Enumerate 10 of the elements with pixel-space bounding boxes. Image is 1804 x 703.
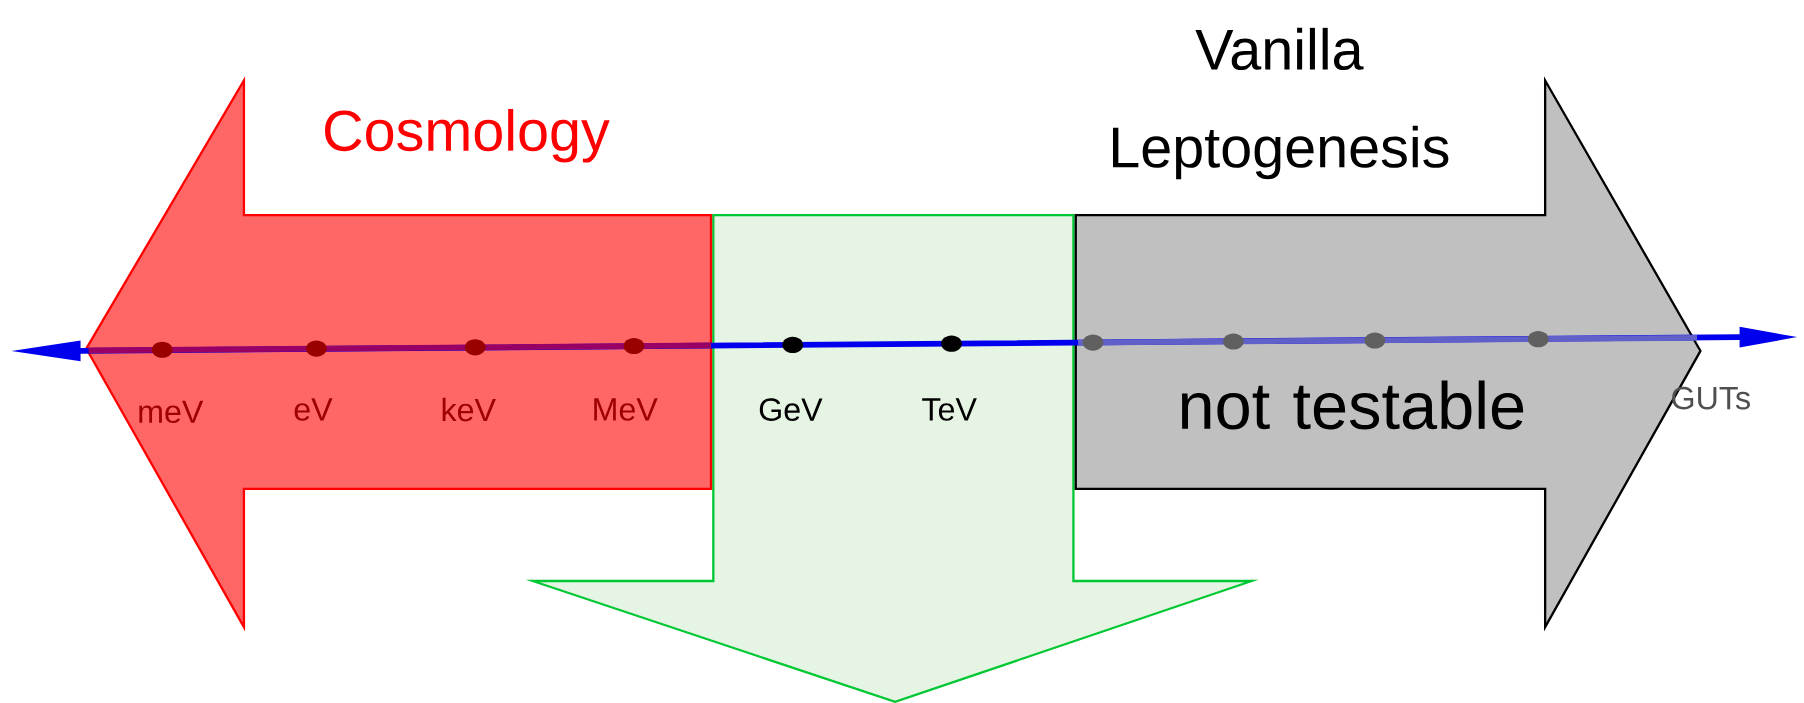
arrow-title: Cosmology — [325, 108, 610, 163]
scale-label: TeV — [922, 398, 977, 421]
scale-label: GeV — [759, 398, 823, 421]
scale-label: MeV — [594, 398, 658, 421]
scale-label: keV — [442, 397, 496, 422]
arrow-caption: not testable — [1181, 380, 1524, 430]
scale-label: eV — [294, 398, 333, 421]
scale-label: meV — [139, 400, 204, 424]
arrow-title: Vanilla Leptogenesis — [1113, 27, 1449, 180]
scale-label: GUTs — [1672, 386, 1750, 410]
